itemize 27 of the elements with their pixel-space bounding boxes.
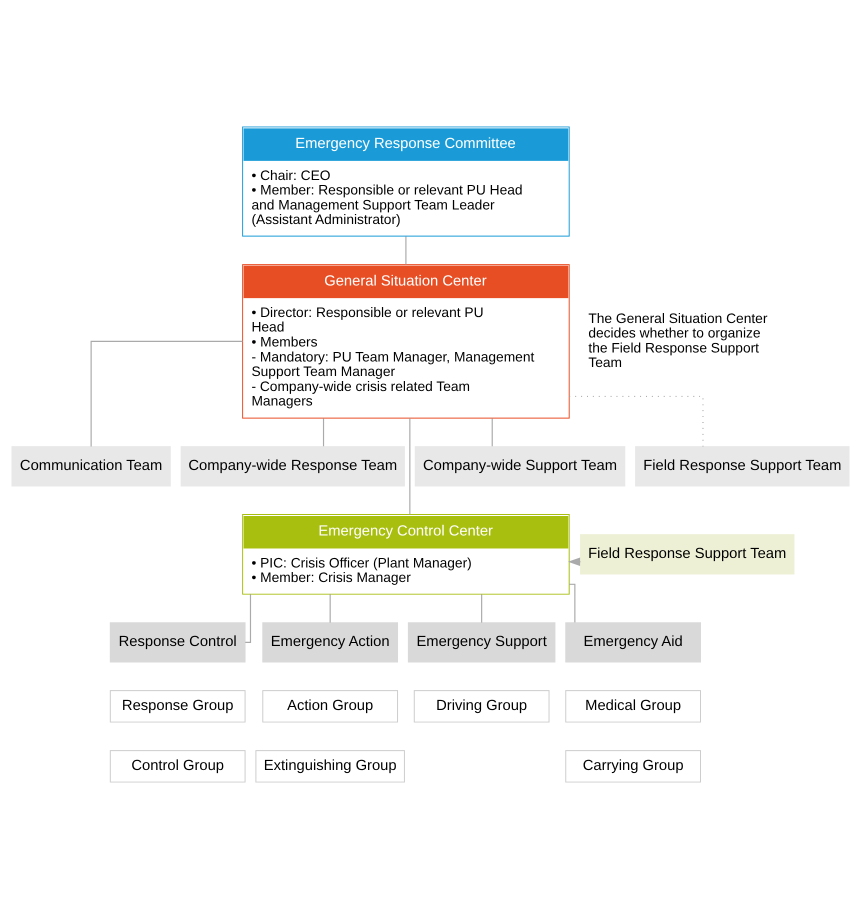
node-box: Carrying Group — [565, 750, 702, 782]
connector — [569, 583, 576, 622]
connector — [90, 340, 243, 446]
node-box: Company-wide Support Team — [414, 446, 626, 486]
node-box: Response Control — [110, 622, 246, 662]
node-box: Medical Group — [565, 690, 702, 722]
node-box: Emergency Support — [408, 622, 556, 662]
connector — [569, 395, 704, 446]
node-box: Company-wide Response Team — [180, 446, 405, 486]
connector — [245, 594, 252, 642]
arrow — [568, 556, 580, 566]
node-box: Field Response Support Team — [635, 446, 850, 486]
node-box: Response Group — [110, 690, 246, 722]
node-box: Communication Team — [11, 446, 171, 486]
connector — [330, 594, 331, 622]
label: The General Situation Center decides whether to organize the Field Response Support Team — [588, 310, 768, 370]
node-box: Action Group — [262, 690, 398, 722]
node-box: Driving Group — [414, 690, 550, 722]
node-box: Emergency Action — [262, 622, 398, 662]
node-box: Extinguishing Group — [255, 750, 405, 782]
connector — [409, 418, 410, 514]
connector — [492, 418, 493, 446]
node-box: Control Group — [110, 750, 246, 782]
connector — [481, 594, 482, 622]
connector — [322, 418, 324, 446]
connector — [405, 236, 406, 264]
node-box: Emergency Aid — [565, 622, 702, 662]
